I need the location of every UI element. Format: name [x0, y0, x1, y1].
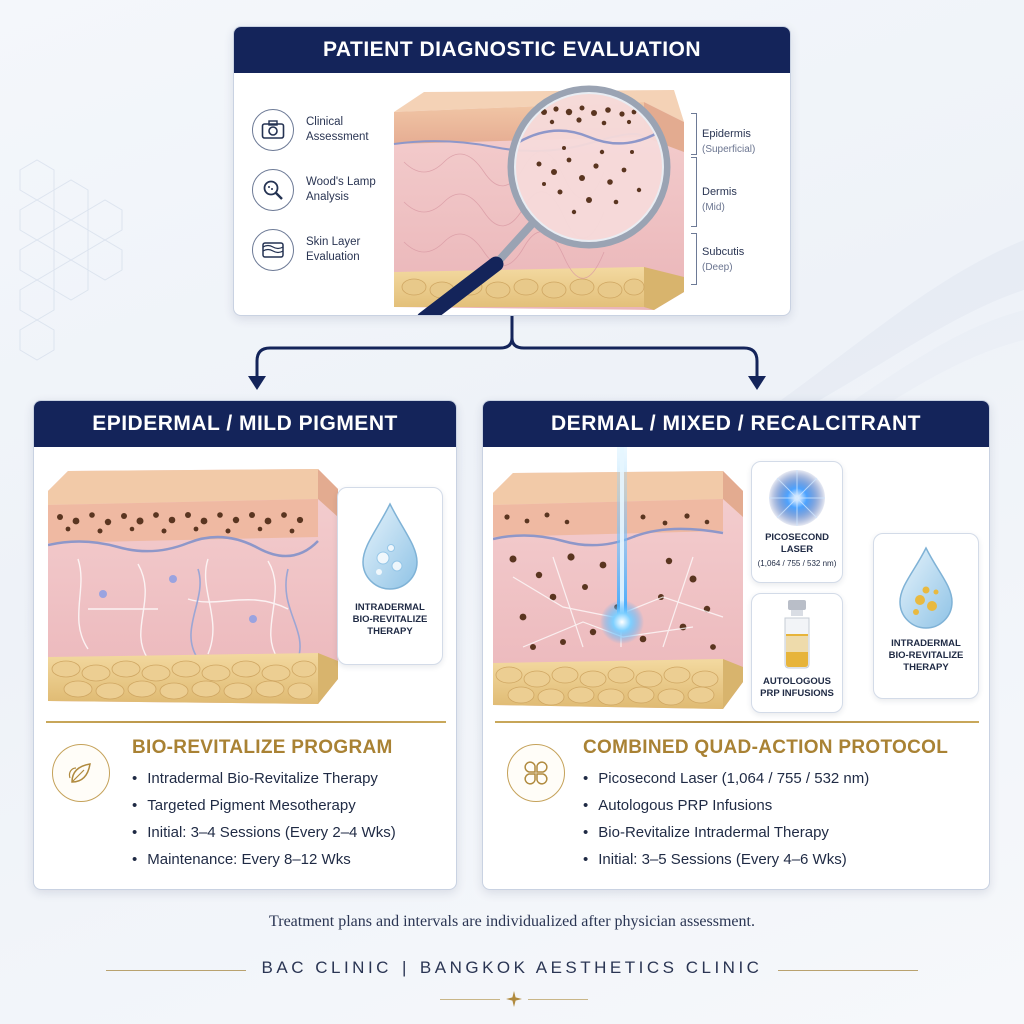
brand-short: BAC CLINIC [261, 958, 392, 977]
program-title: BIO-REVITALIZE PROGRAM [132, 737, 393, 758]
droplet-icon [362, 502, 418, 590]
vial-icon [784, 600, 810, 669]
program-list: Picosecond Laser (1,064 / 755 / 532 nm) … [583, 765, 869, 873]
footer-rule-right [778, 970, 918, 971]
list-item: Initial: 3–4 Sessions (Every 2–4 Wks) [132, 819, 395, 846]
layer-subcutis: Subcutis (Deep) [702, 245, 744, 275]
sparkle-icon [506, 991, 522, 1007]
layer-depth: (Deep) [702, 262, 733, 273]
card-label: INTRADERMAL BIO-REVITALIZE THERAPY [352, 602, 428, 637]
footer-rule-small-left [440, 999, 500, 1000]
program-list: Intradermal Bio-Revitalize Therapy Targe… [132, 765, 396, 873]
dermis-bracket [691, 157, 697, 227]
picosecond-laser-card: PICOSECOND LASER (1,064 / 755 / 532 nm) [751, 461, 843, 583]
card-label: PICOSECOND LASER [765, 532, 829, 555]
method-label: Clinical Assessment [306, 116, 369, 143]
footer-rule-small-right [528, 999, 588, 1000]
gold-divider [46, 721, 446, 723]
footer-rule-left [106, 970, 246, 971]
prp-card: AUTOLOGOUS PRP INFUSIONS [751, 593, 843, 713]
program-title: COMBINED QUAD-ACTION PROTOCOL [583, 737, 949, 758]
magnifier-icon [252, 169, 294, 211]
clinic-brand: BAC CLINIC | BANGKOK AESTHETICS CLINIC [0, 958, 1024, 978]
laser-burst-icon [769, 470, 825, 526]
method-label: Skin Layer Evaluation [306, 236, 361, 263]
list-item: Maintenance: Every 8–12 Wks [132, 846, 396, 873]
layer-depth: (Mid) [702, 202, 725, 213]
bio-revitalize-card: INTRADERMAL BIO-REVITALIZE THERAPY [337, 487, 443, 665]
layer-epidermis: Epidermis (Superficial) [702, 127, 755, 157]
diagnostic-panel: PATIENT DIAGNOSTIC EVALUATION Clinical A… [233, 26, 791, 316]
layer-name: Epidermis [702, 128, 751, 140]
layer-depth: (Superficial) [702, 144, 756, 155]
method-skin-layer: Skin Layer Evaluation [252, 229, 386, 271]
dermal-skin-illustration [493, 447, 743, 709]
epidermal-title: EPIDERMAL / MILD PIGMENT [34, 401, 456, 447]
hexagon-pattern-decoration [19, 159, 123, 361]
bio-revitalize-card: INTRADERMAL BIO-REVITALIZE THERAPY [873, 533, 979, 699]
dermal-title: DERMAL / MIXED / RECALCITRANT [483, 401, 989, 447]
method-woods-lamp: Wood's Lamp Analysis [252, 169, 386, 211]
dermal-panel: DERMAL / MIXED / RECALCITRANT [482, 400, 990, 890]
leaf-icon [52, 744, 110, 802]
diagnostic-title: PATIENT DIAGNOSTIC EVALUATION [234, 27, 790, 73]
camera-icon [252, 109, 294, 151]
list-item: Bio-Revitalize Intradermal Therapy [583, 819, 869, 846]
card-label: INTRADERMAL BIO-REVITALIZE THERAPY [888, 638, 964, 673]
gold-divider [495, 721, 979, 723]
list-item: Intradermal Bio-Revitalize Therapy [132, 765, 396, 792]
layer-dermis: Dermis (Mid) [702, 185, 737, 215]
brand-separator: | [401, 958, 410, 977]
card-label: AUTOLOGOUS PRP INFUSIONS [760, 676, 834, 699]
list-item: Picosecond Laser (1,064 / 755 / 532 nm) [583, 765, 869, 792]
method-clinical-assessment: Clinical Assessment [252, 109, 386, 151]
footnote: Treatment plans and intervals are indivi… [269, 913, 755, 930]
epidermal-panel: EPIDERMAL / MILD PIGMENT [33, 400, 457, 890]
brand-full: BANGKOK AESTHETICS CLINIC [419, 958, 763, 977]
skin-layers-icon [252, 229, 294, 271]
branch-connector [248, 316, 766, 390]
list-item: Targeted Pigment Mesotherapy [132, 792, 396, 819]
epidermal-skin-illustration [48, 469, 338, 704]
droplet-icon [899, 546, 953, 629]
quad-action-icon [507, 744, 565, 802]
epidermis-bracket [691, 113, 697, 155]
list-item: Initial: 3–5 Sessions (Every 4–6 Wks) [583, 846, 869, 873]
method-label: Wood's Lamp Analysis [306, 176, 376, 203]
layer-name: Dermis [702, 186, 737, 198]
subcutis-bracket [691, 233, 697, 285]
laser-wavelengths: (1,064 / 755 / 532 nm) [757, 559, 837, 568]
skin-cross-section-illustration [393, 85, 684, 315]
list-item: Autologous PRP Infusions [583, 792, 869, 819]
layer-name: Subcutis [702, 246, 745, 258]
